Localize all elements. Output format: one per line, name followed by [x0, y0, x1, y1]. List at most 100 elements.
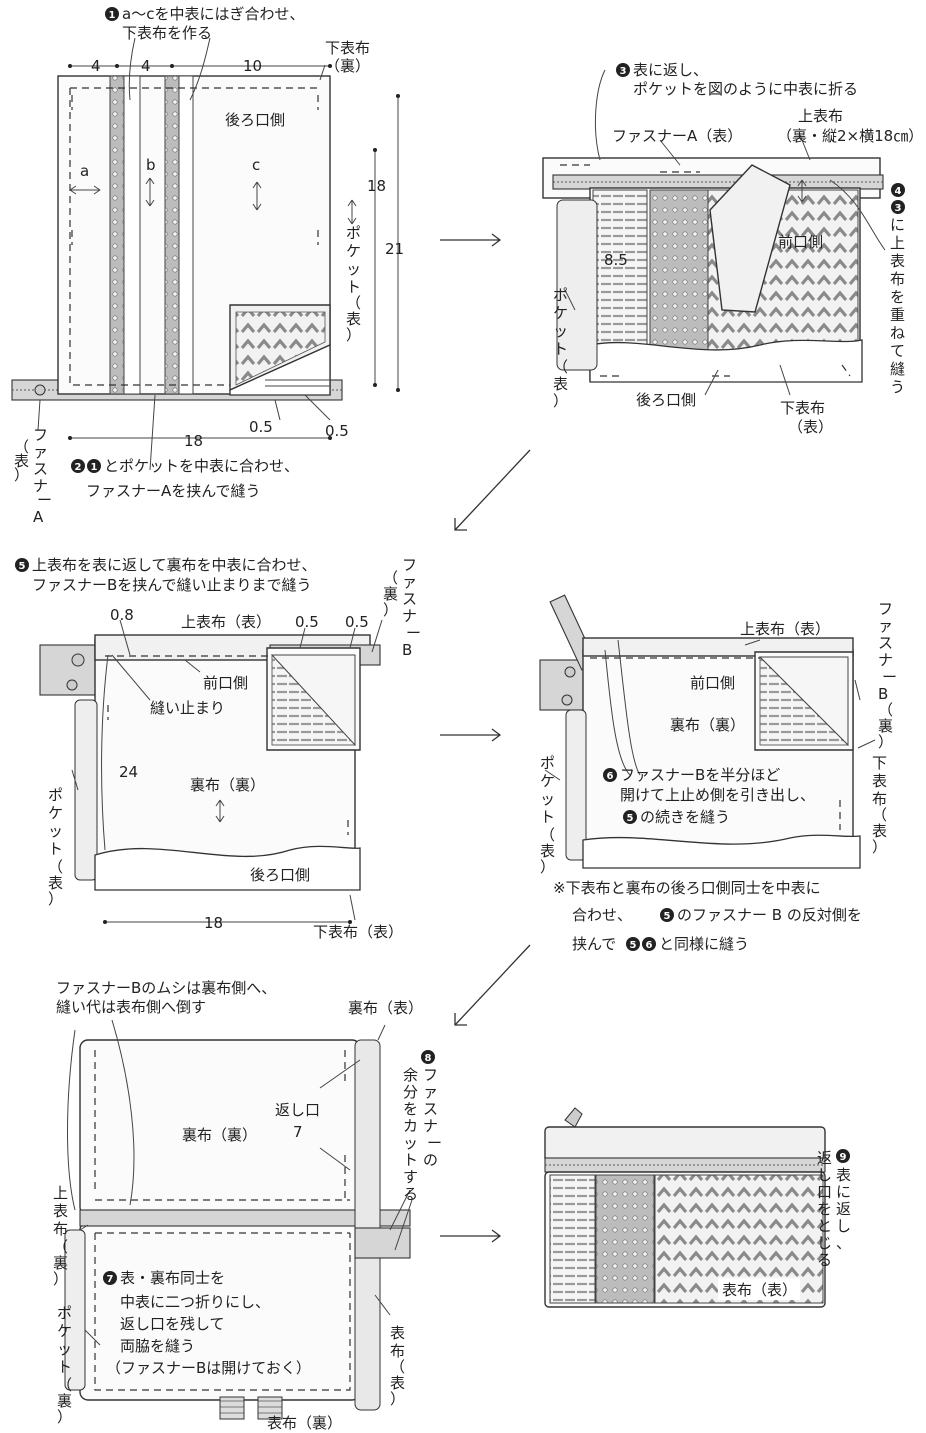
arrow-right-icon	[440, 1229, 502, 1243]
flow-arrows	[440, 233, 531, 1243]
char: 表	[53, 1202, 68, 1220]
dim-05d: 0.5	[345, 613, 369, 631]
step7-note-line5: （ファスナーBは開けておく）	[106, 1359, 311, 1377]
char: 、	[836, 1234, 851, 1252]
step2-note-line1: とポケットを中表に合わせ、	[104, 457, 299, 475]
step-badge-6-ref: 6	[646, 940, 653, 951]
ushiro-label: 後ろ口側	[225, 111, 285, 129]
dim-05a: 0.5	[249, 418, 273, 436]
char: フ	[402, 556, 417, 574]
kaeshi-label: 返し口	[275, 1101, 320, 1119]
arrow-down-left-icon	[454, 449, 531, 531]
char: ー	[406, 624, 421, 642]
char: ポ	[48, 786, 63, 804]
step1-note-line2: 下表布を作る	[122, 24, 212, 42]
step3-diagram	[542, 69, 886, 396]
ura-omote-label: 裏布（表）	[348, 999, 423, 1017]
ue-fold	[709, 164, 791, 313]
char: （	[14, 438, 29, 456]
ue-label-4: 上表布（表）	[740, 620, 830, 638]
shita-label-line1: 下表布	[780, 399, 825, 417]
label-a: a	[80, 162, 89, 180]
char: を	[403, 1100, 418, 1118]
char: 裏	[57, 1392, 72, 1410]
char: 分	[403, 1083, 418, 1101]
char: ）	[383, 601, 398, 619]
char: ッ	[403, 1134, 418, 1152]
arrow-right-icon	[440, 233, 502, 247]
step6-zipb-vertical: フ ァ ス ナ ー B （ 裏 ）	[878, 600, 897, 751]
char: 表	[872, 772, 887, 790]
char: て	[890, 342, 905, 360]
char: 表	[890, 252, 905, 270]
seam-strip-1	[109, 75, 125, 395]
char: ケ	[540, 772, 555, 790]
char: B	[878, 685, 888, 703]
char: 口	[817, 1183, 832, 1201]
ura-ura-label: 裏布（裏）	[182, 1126, 257, 1144]
char: 返	[817, 1149, 832, 1167]
char: 表	[14, 452, 29, 470]
char: ス	[33, 460, 48, 478]
shita-label-line2: （表）	[788, 418, 833, 436]
char: ナ	[878, 651, 893, 669]
step1-diagram	[11, 37, 400, 471]
mae-label-2: 前口側	[203, 674, 248, 692]
char: す	[403, 1168, 418, 1186]
char: ト	[553, 340, 568, 358]
step6-text: 上表布（表） フ ァ ス ナ ー B （ 裏 ） 前口側 裏布（裏） 下 表 布…	[540, 600, 897, 953]
step9-note-col2: 返 し 口 を と じ る	[817, 1149, 832, 1269]
dim-85: 8.5	[604, 251, 628, 269]
char: （	[383, 569, 398, 587]
step2-note-line2: ファスナーAを挟んで縫う	[86, 482, 261, 500]
char: ）	[346, 326, 361, 344]
char: 表	[390, 1324, 405, 1342]
char: ケ	[48, 804, 63, 822]
char: し	[836, 1217, 851, 1235]
dim-08: 0.8	[110, 606, 134, 624]
step6-shita-vertical: 下 表 布 （ 表 ）	[872, 754, 887, 856]
ushiro-label-3: 後ろ口側	[250, 866, 310, 884]
step5-pocket-vertical: ポ ケ ッ ト （ 表 ）	[48, 786, 63, 908]
footnote-line1: ※下表布と裏布の後ろ口側同士を中表に	[553, 879, 821, 897]
char: ナ	[423, 1117, 438, 1135]
step-badge-4: 4	[895, 186, 902, 197]
char: ァ	[878, 617, 893, 635]
char: ト	[57, 1358, 72, 1376]
dim-21: 21	[385, 240, 404, 258]
step5-diagram	[39, 619, 383, 924]
footnote-line3b: と同様に縫う	[659, 935, 749, 953]
footnote-line3a: 挟んで	[572, 935, 616, 953]
char: 表	[836, 1166, 851, 1184]
char: （	[390, 1358, 405, 1376]
char: 裏	[383, 585, 398, 603]
char: ァ	[33, 443, 48, 461]
char: ス	[423, 1100, 438, 1118]
step9-label: 表布（表）	[722, 1281, 797, 1299]
char: （	[878, 701, 893, 719]
ue-label-line2: （裏・縦2×横18㎝）	[777, 127, 923, 145]
char: 表	[390, 1374, 405, 1392]
char: ）	[48, 890, 63, 908]
mae-label-3: 前口側	[690, 674, 735, 692]
step-badge-5-ref3: 5	[630, 940, 637, 951]
char: ）	[57, 1408, 72, 1426]
char: 余	[403, 1066, 418, 1084]
char: ね	[890, 324, 905, 342]
char: ッ	[553, 322, 568, 340]
step-badge-3-ref: 3	[895, 203, 902, 214]
char: 布	[390, 1342, 405, 1360]
dim-24: 24	[119, 763, 138, 781]
char: ス	[402, 590, 417, 608]
char: ス	[878, 634, 893, 652]
step1-note-line1: a〜cを中表にはぎ合わせ、	[122, 5, 304, 23]
char: ポ	[553, 286, 568, 304]
shita-ura-line2: （裏）	[325, 57, 370, 75]
dim-10: 10	[243, 57, 262, 75]
step-badge-8: 8	[425, 1053, 432, 1064]
step7-diagram	[64, 1019, 413, 1420]
step-number-badges: 1 2 1 3 4 3 5 6 5 5 5 6 8 7 9	[15, 7, 905, 1285]
step7-pocket-vertical: ポ ケ ッ ト （ 裏 ）	[57, 1304, 72, 1426]
char: し	[817, 1166, 832, 1184]
